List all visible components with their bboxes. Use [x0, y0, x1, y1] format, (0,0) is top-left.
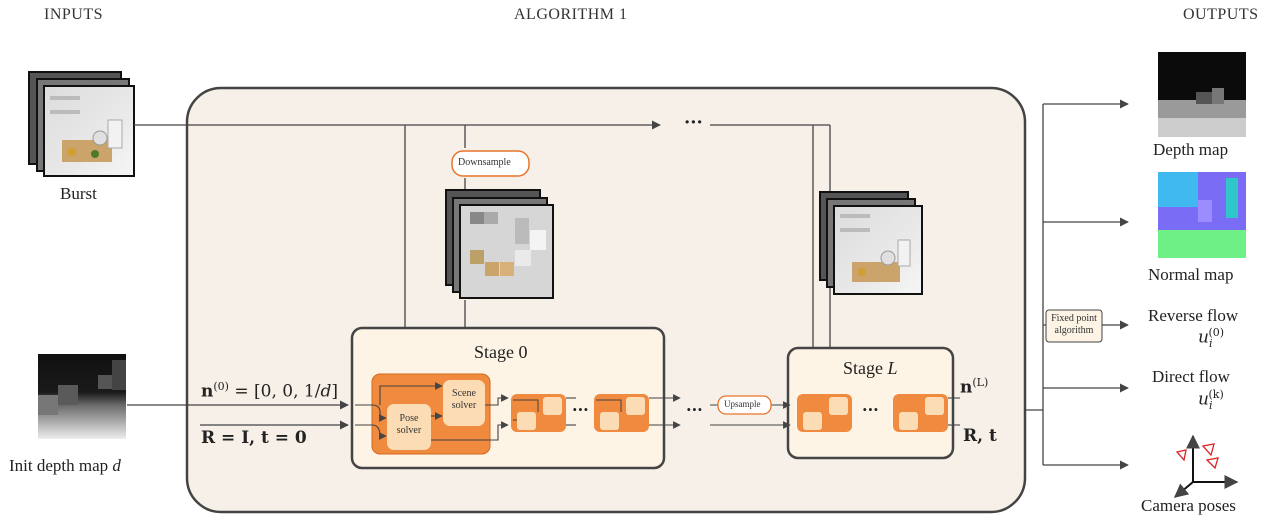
depth-map-image [1158, 52, 1246, 137]
between-ellipsis: ··· [686, 400, 703, 419]
stage0-ellipsis: ··· [572, 400, 589, 419]
stage-0-title: Stage 0 [474, 342, 528, 362]
init-depth-label: Init depth map d [9, 456, 121, 475]
output-pose-expression: R, t [963, 426, 997, 446]
output-normal-expression: n(L) [960, 376, 989, 398]
pose-init-expression: R = I, t = 0 [201, 428, 307, 448]
downsample-label: Downsample [458, 157, 511, 168]
upsample-label: Upsample [724, 399, 761, 409]
scene-solver-label: Scene solver [451, 388, 477, 411]
pose-solver-box [387, 404, 431, 450]
scene-solver-box [443, 380, 485, 426]
init-depth-map [38, 354, 126, 439]
burst-image-stack [28, 71, 135, 177]
stage-l-image-stack [819, 191, 923, 295]
camera-poses-icon [1173, 434, 1239, 498]
upsample-box [717, 395, 772, 415]
downsampled-image-stack [445, 189, 554, 299]
reverse-flow-label: Reverse flow [1148, 306, 1239, 325]
normal-map-image [1158, 172, 1246, 258]
stagel-ellipsis: ··· [862, 400, 879, 419]
downsample-box [451, 150, 530, 177]
fixed-point-box [1045, 309, 1103, 343]
burst-label: Burst [60, 184, 97, 203]
inputs-header: INPUTS [44, 6, 104, 23]
direct-flow-label: Direct flow [1152, 367, 1230, 386]
reverse-flow-var: ui(0) [1198, 326, 1225, 351]
normal-init-expression: n(0) = [0, 0, 1/d] [201, 380, 338, 402]
stage-l-title: Stage L [843, 358, 898, 378]
camera-poses-label: Camera poses [1141, 496, 1236, 515]
normal-map-label: Normal map [1148, 265, 1234, 284]
fixed-point-label: Fixed point algorithm [1051, 313, 1097, 336]
depth-map-label: Depth map [1153, 140, 1229, 159]
algorithm-header: ALGORITHM 1 [514, 6, 628, 23]
direct-flow-var: ui(k) [1198, 388, 1224, 413]
top-ellipsis: ··· [684, 112, 703, 133]
pose-solver-label: Pose solver [396, 413, 422, 436]
outputs-header: OUTPUTS [1183, 6, 1259, 23]
